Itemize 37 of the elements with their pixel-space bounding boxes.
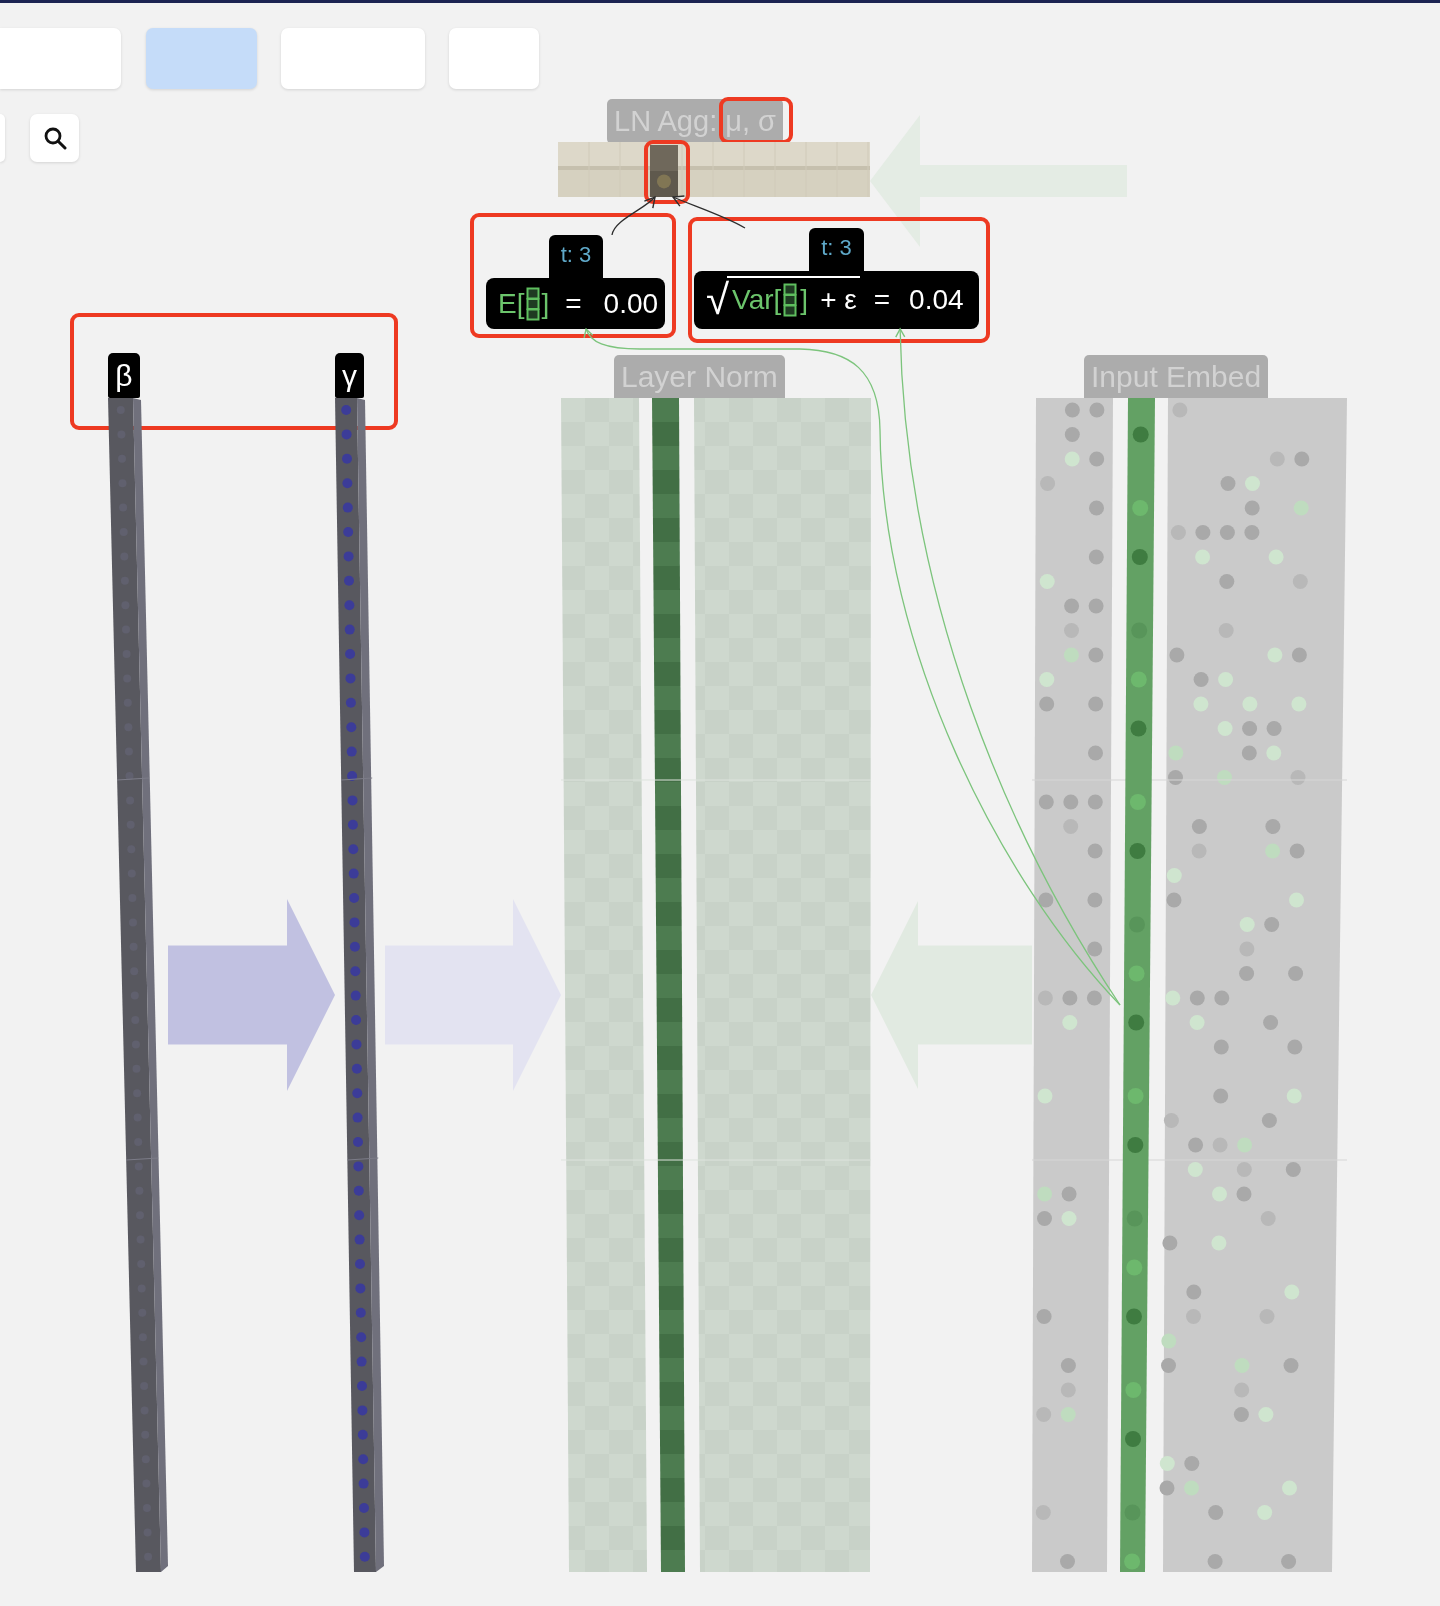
highlighted-cell: [650, 145, 678, 197]
aggregate-bar: [558, 142, 870, 197]
highlight-box: [644, 140, 690, 204]
formula-text: Var[: [732, 286, 782, 314]
highlighted-column-drawing: [1120, 398, 1155, 1572]
formula-text: + ε: [820, 286, 857, 314]
block-arrow: [871, 901, 1032, 1089]
block-arrow: [870, 115, 1127, 247]
formula-text: ]: [541, 289, 550, 318]
highlight-box: [688, 217, 990, 343]
token-tab: t: 3: [809, 228, 864, 272]
layer-norm-matrix-drawing: [561, 398, 871, 1572]
search-button: [30, 114, 79, 162]
formula-text: =: [873, 286, 891, 314]
formula-text: E[: [498, 289, 525, 318]
formula-text: =: [565, 289, 582, 318]
toolbar-button: [0, 114, 5, 162]
arrow: [584, 328, 1121, 1006]
parameter-tag: β: [108, 353, 140, 398]
token-tab: t: 3: [549, 235, 603, 279]
tab-button: [146, 28, 257, 89]
value-text: 0.04: [909, 286, 964, 314]
parameter-column-drawing: [108, 398, 168, 1572]
arrow: [611, 196, 656, 236]
arrow: [895, 328, 1121, 1006]
embedding-matrix-drawing: [1032, 398, 1347, 1572]
parameter-tag: γ: [335, 353, 364, 398]
tab-button: [0, 28, 121, 89]
value-text: 0.00: [603, 289, 659, 318]
highlight-box: [470, 213, 676, 338]
parameter-column-drawing: [335, 398, 385, 1572]
tab-button: [449, 28, 539, 89]
arrow: [672, 195, 746, 229]
formula-text: ]: [800, 286, 809, 314]
radical-sign: √: [706, 279, 730, 321]
block-arrow: [168, 899, 335, 1091]
tab-button: [281, 28, 425, 89]
